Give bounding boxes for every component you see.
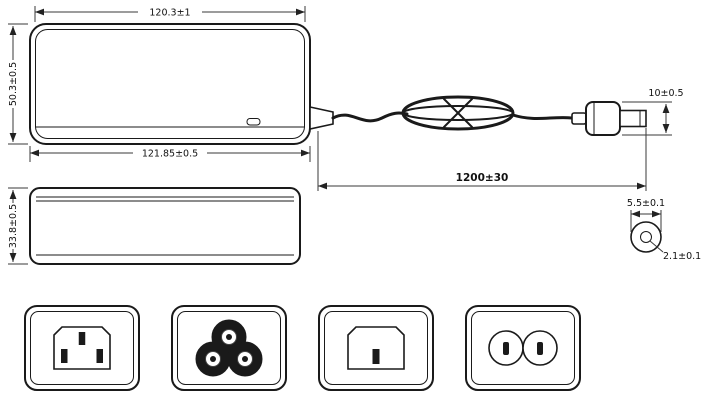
inlet-recess — [53, 326, 111, 370]
inlet-pin-right — [537, 342, 543, 355]
cable-coil-wrap-2 — [443, 98, 473, 128]
dim-plug-diameter-label: 10±0.5 — [648, 88, 683, 99]
side-view — [29, 187, 301, 265]
end-view-face — [30, 311, 134, 385]
end-view-face — [471, 311, 575, 385]
dim-top-width-label: 120.3±1 — [149, 8, 190, 19]
barrel-inner-circle — [640, 231, 652, 243]
end-view-c14 — [24, 305, 140, 391]
dim-side-height: 33.8±0.5 — [8, 187, 28, 265]
end-view-c8 — [465, 305, 581, 391]
inlet-pin-neutral — [96, 349, 103, 363]
output-cable — [331, 95, 574, 131]
strain-relief — [309, 106, 334, 130]
inlet-pin — [372, 349, 380, 364]
led-indicator — [246, 118, 261, 126]
leader-line — [649, 240, 664, 253]
cable-coil-inner — [402, 105, 514, 121]
barrel-cross-section: 5.5±0.1 2.1±0.1 — [627, 198, 701, 262]
dim-bottom-width: 121.85±0.5 — [29, 146, 311, 162]
dim-side-height-label: 33.8±0.5 — [8, 204, 19, 248]
plug-barrel — [619, 109, 647, 128]
end-view-face — [177, 311, 281, 385]
dim-cable-length-label: 1200±30 — [456, 172, 509, 184]
top-view — [29, 23, 334, 145]
top-view-outer-outline — [29, 23, 311, 145]
inlet-recess — [347, 326, 405, 370]
end-view-face — [324, 311, 428, 385]
end-view-c18 — [318, 305, 434, 391]
top-view-inner-outline — [35, 29, 305, 139]
dim-cable-length: 1200±30 — [317, 128, 647, 191]
inlet-pin-neutral-tip — [242, 356, 248, 362]
dim-front-height-label: 50.3±0.5 — [8, 62, 19, 106]
side-view-outer-outline — [29, 187, 301, 265]
cable-segment-right — [511, 113, 574, 120]
dim-top-width: 120.3±1 — [34, 6, 306, 22]
barrel-outer-circle — [630, 221, 662, 253]
inlet-pin-earth — [78, 332, 86, 345]
inlet-pin-earth-tip — [226, 334, 232, 340]
inlet-pin-live-tip — [210, 356, 216, 362]
dim-barrel-outer-label: 5.5±0.1 — [627, 198, 665, 209]
dim-front-height: 50.3±0.5 — [8, 23, 28, 145]
inlet-pin-live — [61, 349, 68, 363]
dim-plug-diameter: 10±0.5 — [622, 88, 684, 136]
dc-plug — [571, 101, 647, 136]
dim-bottom-width-label: 121.85±0.5 — [142, 149, 198, 160]
dim-barrel-inner-label: 2.1±0.1 — [663, 251, 701, 262]
inlet-pin-left — [503, 342, 509, 355]
plug-neck — [571, 112, 587, 125]
cable-segment-left — [331, 111, 409, 123]
end-view-c6 — [171, 305, 287, 391]
plug-body — [585, 101, 621, 136]
